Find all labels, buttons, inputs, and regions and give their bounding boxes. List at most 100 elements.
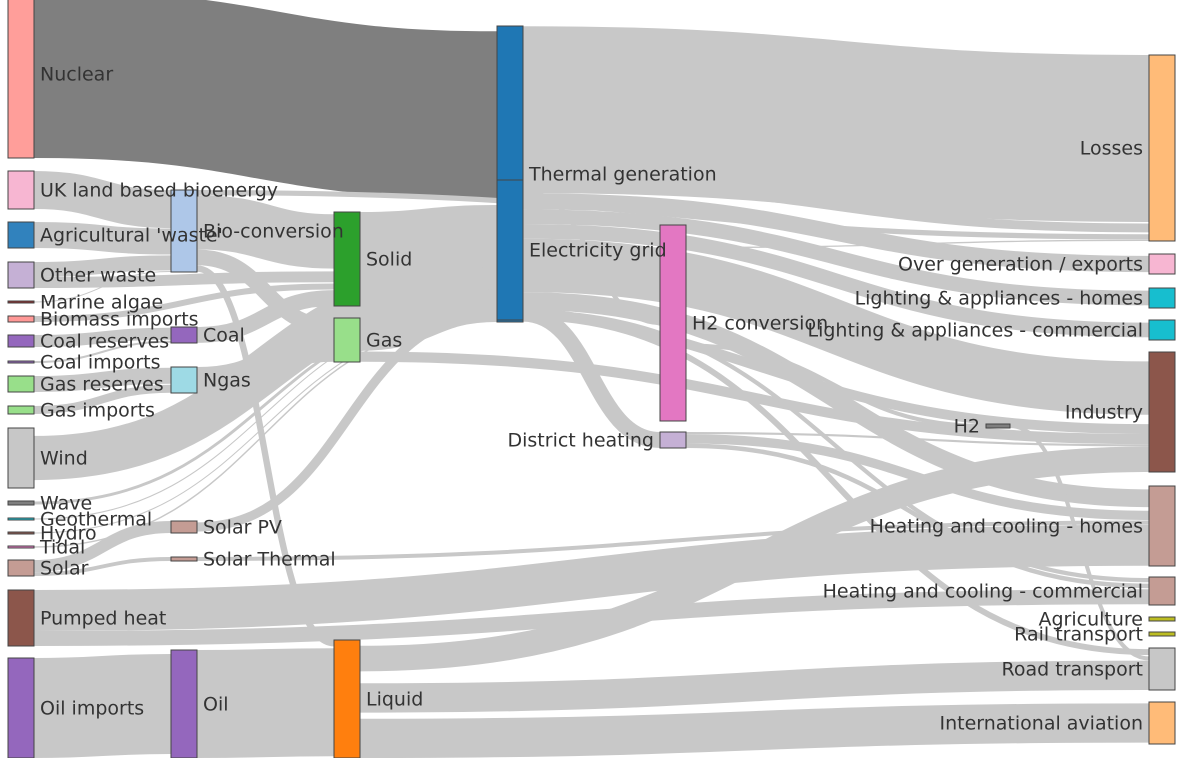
- label-gasres: Gas reserves: [40, 374, 164, 396]
- label-bioconv: Bio-conversion: [203, 221, 344, 243]
- node-bioconv: [170, 189, 198, 273]
- node-agriculture: [1148, 616, 1176, 622]
- label-solid: Solid: [366, 249, 412, 271]
- link-solarthermal-to-heathomes: [196, 520, 1150, 561]
- label-agriculture: Agriculture: [1039, 609, 1144, 631]
- link-oilimp-to-oil: [33, 654, 172, 758]
- label-heatcomm: Heating and cooling - commercial: [823, 581, 1143, 603]
- node-gas: [333, 317, 361, 363]
- link-elecgrid-to-overgen: [522, 193, 1150, 273]
- link-liquid-to-road: [359, 660, 1150, 713]
- label-district: District heating: [508, 430, 655, 452]
- node-heathomes: [1148, 485, 1176, 567]
- label-solarpv: Solar PV: [203, 517, 282, 539]
- label-h2: H2: [954, 416, 980, 438]
- label-coalres: Coal reserves: [40, 331, 169, 353]
- label-heathomes: Heating and cooling - homes: [870, 516, 1143, 538]
- label-losses: Losses: [1080, 138, 1143, 160]
- label-geo: Geothermal: [40, 509, 152, 531]
- link-coalimp-to-coal: [33, 340, 172, 363]
- link-otherwaste-to-solid: [33, 271, 335, 288]
- node-road: [1148, 647, 1176, 691]
- link-pumped-to-heathomes: [33, 524, 1150, 631]
- link-gas-to-industry: [359, 351, 1150, 445]
- link-solar-to-solarpv: [33, 521, 172, 573]
- label-solarthermal: Solar Thermal: [203, 549, 336, 571]
- node-nuclear: [7, 0, 35, 159]
- link-elecgrid-to-losses: [522, 179, 1150, 233]
- link-coalres-to-coal: [33, 327, 172, 347]
- link-agri-to-bioconv: [33, 222, 172, 255]
- link-bioconv-to-liquid: [196, 265, 335, 647]
- label-ukland: UK land based bioenergy: [40, 180, 278, 202]
- node-coal: [170, 326, 198, 344]
- node-solid: [333, 211, 361, 307]
- label-ngas: Ngas: [203, 370, 251, 392]
- label-tidal: Tidal: [39, 537, 85, 559]
- node-lighthomes: [1148, 287, 1176, 309]
- node-ngas: [170, 366, 198, 394]
- label-oil: Oil: [203, 694, 229, 716]
- label-road: Road transport: [1001, 659, 1143, 681]
- node-geo: [7, 517, 35, 521]
- label-lightcomm: Lighting & appliances - commercial: [808, 320, 1144, 342]
- link-nuclear-to-thermal: [33, 0, 498, 200]
- label-gas: Gas: [366, 330, 402, 352]
- link-h2conv-to-h2: [685, 343, 987, 428]
- node-gasimp: [7, 405, 35, 415]
- node-losses: [1148, 54, 1176, 242]
- node-rail: [1148, 631, 1176, 637]
- label-thermal: Thermal generation: [528, 164, 717, 186]
- node-district: [659, 431, 687, 449]
- label-oilimp: Oil imports: [40, 698, 144, 720]
- node-hydro: [7, 531, 35, 535]
- label-coalimp: Coal imports: [40, 352, 161, 374]
- link-bioconv-to-solid: [196, 195, 335, 269]
- label-agri: Agricultural 'waste': [40, 225, 223, 247]
- link-bioconv-to-gas: [196, 249, 335, 335]
- link-gas-to-thermal: [359, 289, 498, 351]
- link-solid-to-thermal: [359, 205, 498, 297]
- label-lighthomes: Lighting & appliances - homes: [855, 288, 1143, 310]
- node-coalimp: [7, 360, 35, 364]
- node-biomassimp: [7, 315, 35, 323]
- link-h2conv-to-losses: [685, 239, 1150, 249]
- node-lightcomm: [1148, 319, 1176, 341]
- label-industry: Industry: [1065, 402, 1143, 424]
- label-nuclear: Nuclear: [40, 64, 113, 86]
- node-tidal: [7, 545, 35, 549]
- link-solar-to-solarthermal: [33, 557, 172, 576]
- node-pumped: [7, 589, 35, 647]
- node-coalres: [7, 334, 35, 348]
- label-algae: Marine algae: [40, 292, 163, 314]
- link-coal-to-solid: [196, 290, 335, 343]
- label-overgen: Over generation / exports: [898, 254, 1143, 276]
- link-oil-to-liquid: [196, 648, 335, 758]
- link-ukland-to-bioconv: [33, 171, 172, 229]
- link-biomassimp-to-solid: [33, 283, 335, 322]
- node-oilimp: [7, 657, 35, 758]
- label-elecgrid: Electricity grid: [529, 240, 667, 262]
- sankey-labels: Nuclear UK land based bioenergyAgricultur…: [39, 64, 1143, 735]
- label-h2conv: H2 conversion: [692, 313, 828, 335]
- node-algae: [7, 300, 35, 304]
- node-h2conv: [659, 224, 687, 422]
- link-thermal-to-losses: [522, 26, 1150, 222]
- link-district-to-heathomes: [685, 434, 1150, 521]
- label-otherwaste: Other waste: [40, 265, 156, 287]
- link-elecgrid-to-lightcomm: [522, 224, 1150, 338]
- link-gasres-to-ngas: [33, 367, 172, 392]
- label-gasimp: Gas imports: [40, 400, 155, 422]
- node-ukland: [7, 170, 35, 210]
- link-gasimp-to-ngas: [33, 384, 172, 414]
- node-agri: [7, 221, 35, 249]
- link-liquid-to-aviation: [359, 703, 1150, 758]
- label-aviation: International aviation: [939, 713, 1143, 735]
- label-wind: Wind: [40, 448, 88, 470]
- link-elecgrid-to-road: [522, 314, 1150, 656]
- label-solar: Solar: [40, 558, 89, 580]
- node-oil: [170, 649, 198, 758]
- link-elecgrid-to-lighthomes: [522, 209, 1150, 306]
- node-wave: [7, 500, 35, 506]
